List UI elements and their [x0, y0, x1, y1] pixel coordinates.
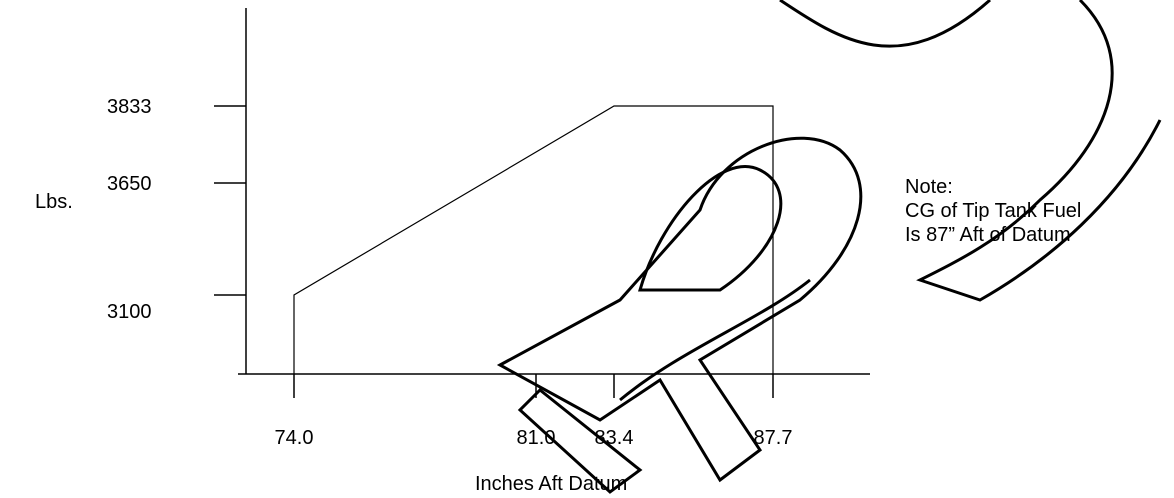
- x-axis-label: Inches Aft Datum: [475, 473, 627, 495]
- y-tick-label: 3100: [107, 301, 152, 323]
- y-ticks: 3100 3650 3833: [107, 96, 246, 323]
- y-tick-label: 3833: [107, 96, 152, 118]
- x-tick-label: 87.7: [754, 427, 793, 449]
- cg-envelope-line: [293, 105, 774, 374]
- x-tick-label: 83.4: [595, 427, 634, 449]
- note-line-1: CG of Tip Tank Fuel: [905, 200, 1082, 222]
- tip-tank-note: Note: CG of Tip Tank Fuel Is 87” Aft of …: [905, 175, 1081, 247]
- watermark-letters: [496, 0, 1162, 494]
- note-line-2: Is 87” Aft of Datum: [905, 224, 1071, 246]
- x-ticks: 74.0 81.0 83.4 87.7: [275, 374, 793, 449]
- y-axis-label: Lbs.: [35, 191, 73, 213]
- x-tick-label: 81.0: [517, 427, 556, 449]
- note-heading: Note:: [905, 176, 953, 198]
- x-tick-label: 74.0: [275, 427, 314, 449]
- y-tick-label: 3650: [107, 173, 152, 195]
